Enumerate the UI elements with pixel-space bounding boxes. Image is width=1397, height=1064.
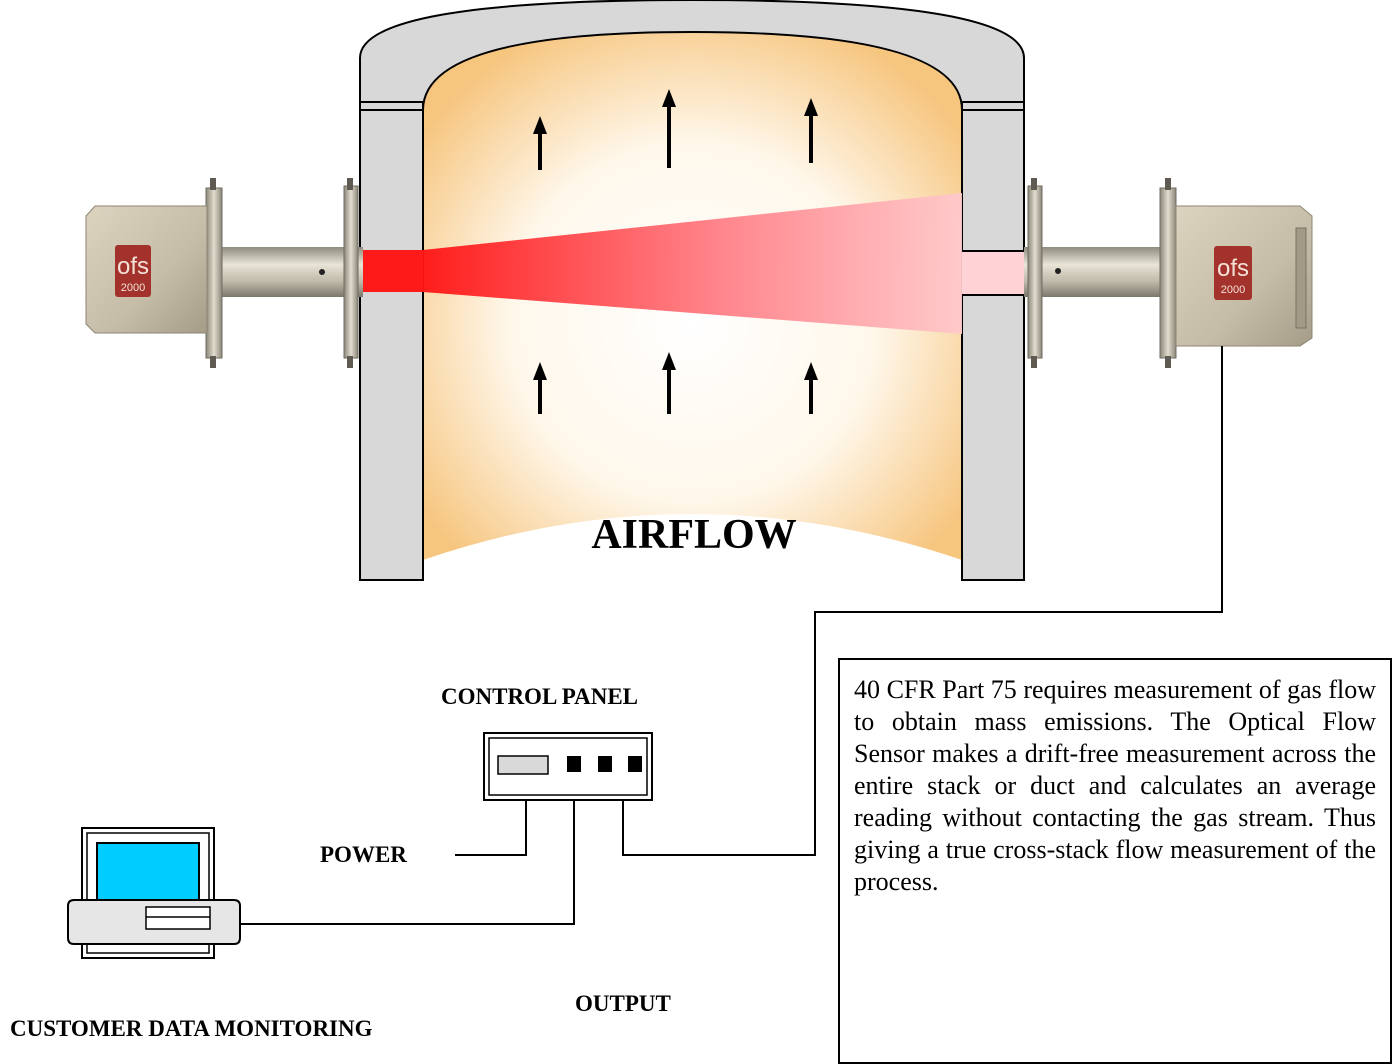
control-panel xyxy=(483,732,653,801)
sensor-logos: ofs 2000 ofs 2000 xyxy=(117,253,1249,296)
right-logo-brand: ofs xyxy=(1217,255,1249,282)
receiver-cable xyxy=(622,346,1223,856)
receiver-port xyxy=(962,251,1026,295)
receiver-sensor xyxy=(1024,178,1313,368)
output-label: OUTPUT xyxy=(575,991,671,1016)
description-box: 40 CFR Part 75 requires measurement of g… xyxy=(838,658,1392,1064)
control-panel-label: CONTROL PANEL xyxy=(441,684,639,709)
transmitter-sensor xyxy=(85,178,363,368)
laser-beam xyxy=(423,193,962,334)
computer-icon xyxy=(67,827,241,959)
power-cable xyxy=(455,801,527,856)
stack-wall-left xyxy=(359,101,424,581)
description-text: 40 CFR Part 75 requires measurement of g… xyxy=(854,675,1376,896)
power-label: POWER xyxy=(320,842,407,867)
right-logo-model: 2000 xyxy=(1221,284,1245,296)
left-logo-brand: ofs xyxy=(117,253,149,280)
output-cable xyxy=(240,801,575,925)
transmitter-port xyxy=(360,250,423,292)
left-logo-model: 2000 xyxy=(121,282,145,294)
stack-wall-right xyxy=(961,101,1025,581)
customer-data-monitoring-label: CUSTOMER DATA MONITORING xyxy=(10,1016,373,1041)
airflow-arrows xyxy=(533,89,818,414)
airflow-label: AIRFLOW xyxy=(591,512,796,558)
